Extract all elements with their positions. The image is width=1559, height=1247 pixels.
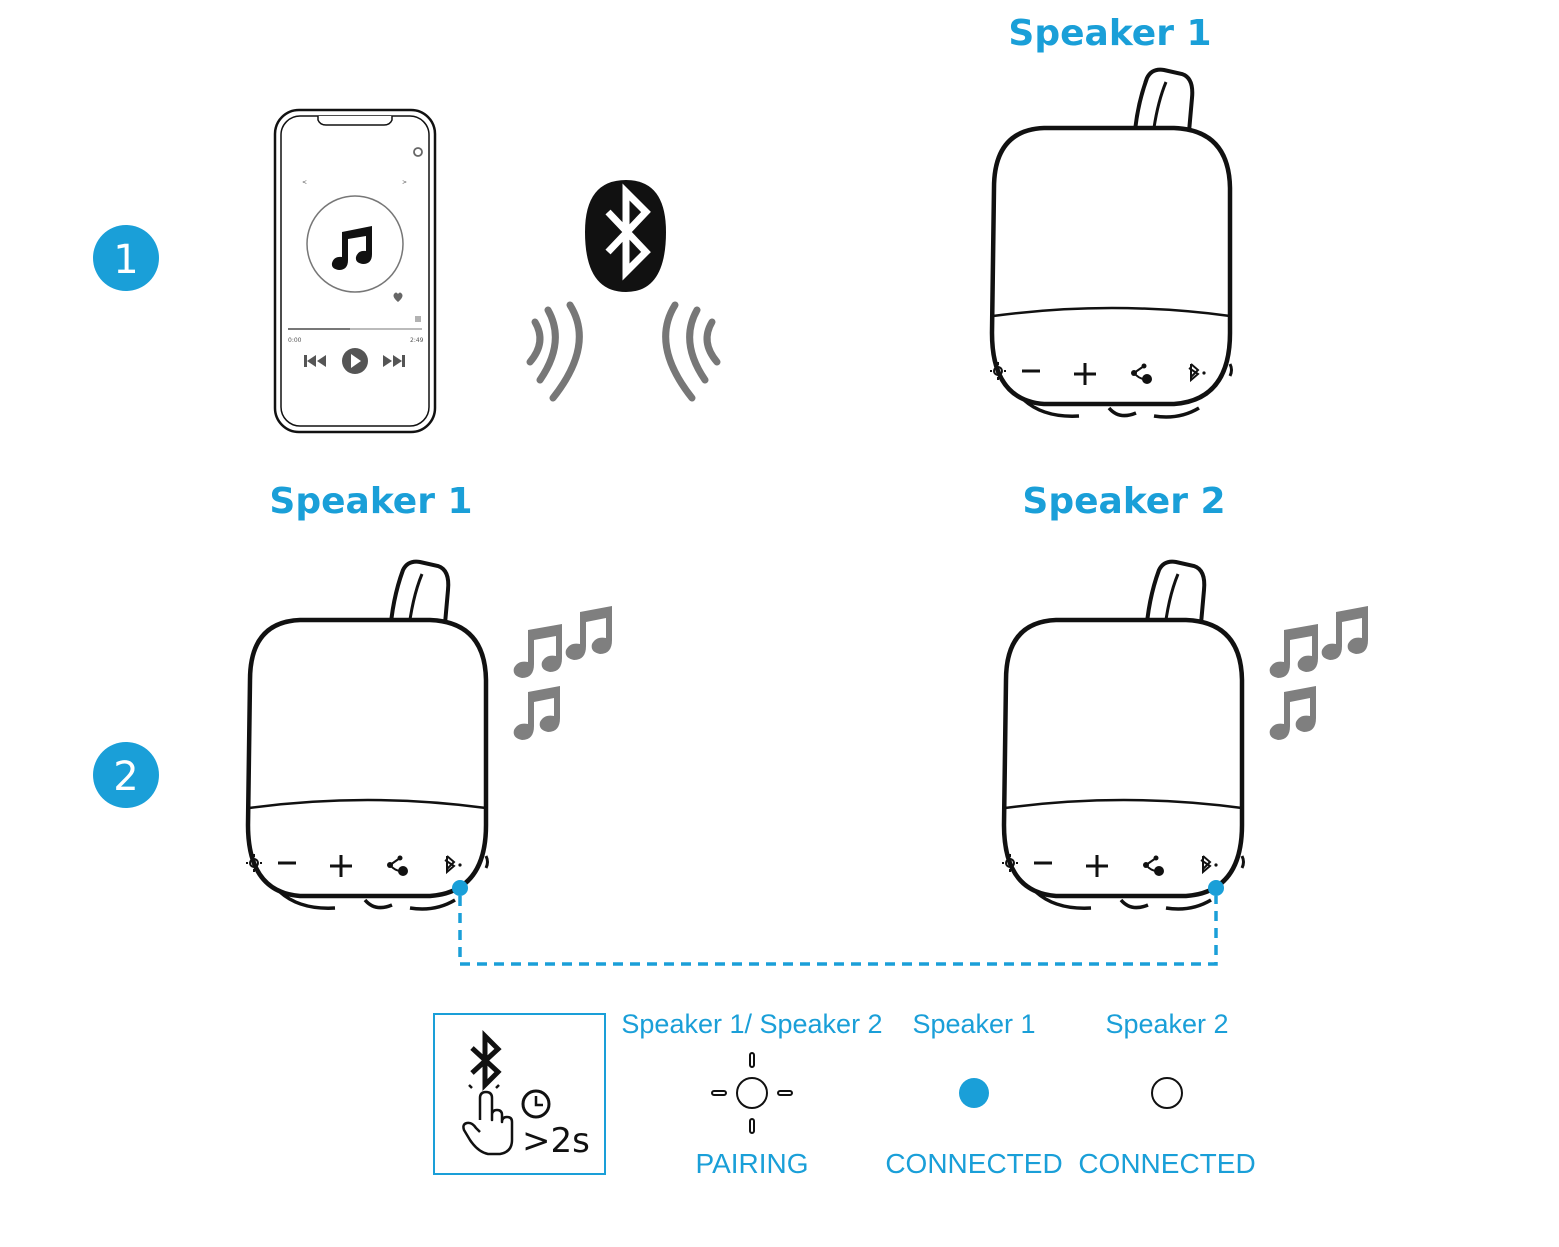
svg-text:2:49: 2:49: [410, 337, 424, 344]
music-note-icon: [331, 226, 372, 270]
music-notes-1: [513, 606, 612, 740]
press-duration: >2s: [522, 1121, 590, 1161]
heart-icon: [393, 292, 403, 302]
bluetooth-icon: [470, 1029, 502, 1092]
legend-state-pairing: PAIRING: [695, 1148, 808, 1179]
music-notes-2: [1269, 606, 1368, 740]
step-1-badge: 1: [93, 225, 159, 291]
clock-icon: [521, 1089, 551, 1119]
menu-icon: [415, 316, 421, 322]
legend-state-speaker-1: CONNECTED: [885, 1148, 1062, 1179]
signal-waves-right: [662, 301, 721, 402]
bluetooth-icon: [585, 180, 666, 292]
flashing-led-indicator: [711, 1052, 793, 1134]
speaker-1-title: Speaker 1: [269, 481, 472, 522]
svg-text:0:00: 0:00: [288, 337, 302, 344]
svg-text:>: >: [402, 179, 407, 186]
top-speaker: [990, 70, 1232, 417]
legend-state-speaker-2: CONNECTED: [1078, 1148, 1255, 1179]
svg-text:2: 2: [113, 754, 138, 800]
smartphone: < > 0:00 2:49: [273, 108, 437, 434]
speaker-2: [1002, 562, 1244, 909]
legend-label-pairing: Speaker 1/ Speaker 2: [621, 1009, 882, 1039]
speaker-2-led: [1208, 880, 1224, 896]
stereo-link-line: [458, 896, 1218, 966]
legend-label-speaker-1: Speaker 1: [912, 1009, 1035, 1039]
play-icon: [342, 348, 368, 374]
solid-led-indicator: [959, 1078, 989, 1108]
hand-press-icon: [462, 1078, 514, 1156]
svg-text:1: 1: [113, 237, 138, 283]
press-instruction-box: >2s: [433, 1013, 606, 1175]
top-speaker-title: Speaker 1: [1008, 13, 1211, 54]
legend-label-speaker-2: Speaker 2: [1105, 1009, 1228, 1039]
settings-icon: [413, 147, 423, 157]
next-track-icon: [383, 355, 405, 367]
signal-waves-left: [526, 301, 583, 402]
speaker-1-led: [452, 880, 468, 896]
previous-track-icon: [304, 355, 326, 367]
step-2-badge: 2: [93, 742, 159, 808]
speaker-1: [246, 562, 488, 909]
speaker-2-title: Speaker 2: [1022, 481, 1225, 522]
svg-text:<: <: [302, 179, 307, 186]
off-led-indicator: [1151, 1077, 1183, 1109]
